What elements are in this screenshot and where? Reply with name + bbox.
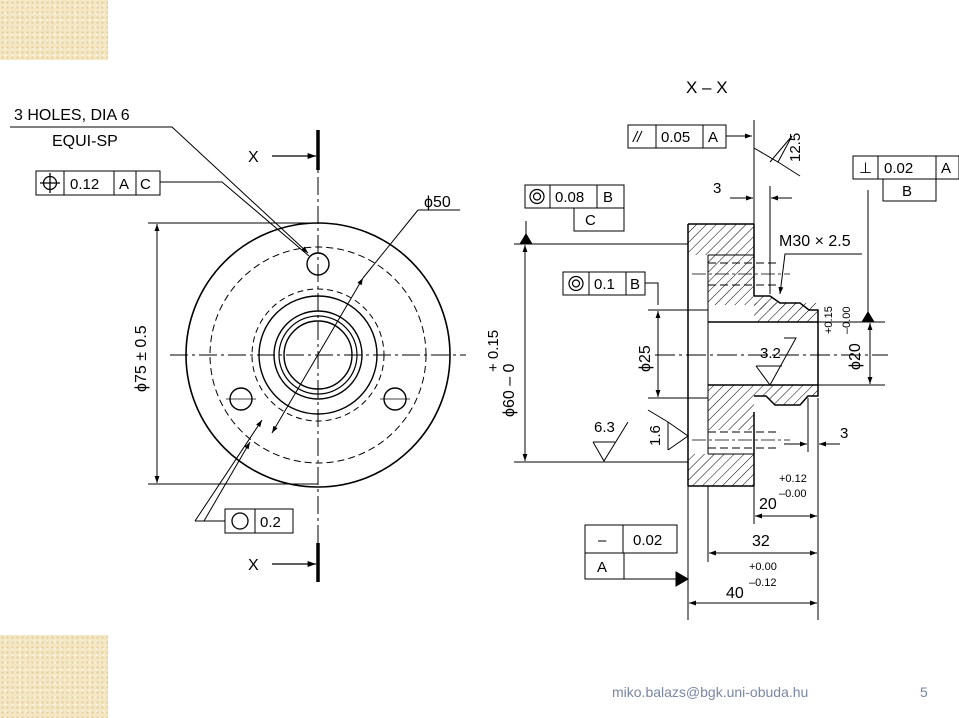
datum-a-triangle [675, 571, 689, 587]
section-label-top: X [248, 149, 259, 166]
dia25-label: ϕ25 [637, 345, 654, 372]
concentricity-symbol-icon [529, 188, 545, 205]
parallelism-datum: A [708, 129, 718, 146]
hole-top [306, 252, 330, 276]
datum-b-triangle [861, 311, 875, 323]
dia60-tolerance: + 0.15 [485, 330, 502, 372]
holes-label-line2: EQUI-SP [52, 133, 118, 150]
datum-b-label: B [902, 183, 912, 200]
concentricity-symbol-icon-2 [568, 275, 584, 292]
roughness-side-leader [647, 409, 669, 423]
circularity-frame-value: 0.2 [260, 514, 281, 531]
dia20-label: ϕ20 [847, 343, 864, 370]
dia50-leader [362, 209, 419, 279]
conc-frame-2-datum: B [630, 276, 640, 293]
dim3-right-label: 3 [840, 425, 848, 442]
roughness-top-leader [777, 161, 801, 177]
datum-b-box: B [882, 178, 937, 202]
thread-label: M30 × 2.5 [779, 233, 851, 250]
position-tolerance-frame: 0.12 A C [35, 170, 161, 196]
roughness-bore-value: 3.2 [760, 345, 781, 362]
datum-c-box: C [573, 207, 625, 232]
roughness-symbol-top [753, 135, 793, 163]
roughness-face-value: 6.3 [594, 419, 615, 436]
len20-upper: +0.12 [779, 473, 807, 485]
conc-frame-1-datum: B [603, 189, 613, 206]
position-frame-value: 0.12 [70, 176, 99, 193]
position-frame-datum1: A [119, 176, 129, 193]
circularity-symbol-icon [231, 512, 249, 530]
front-view [10, 126, 466, 582]
conc-frame-2-leader [645, 282, 659, 305]
dia50-dimension-line [271, 277, 364, 434]
position-symbol-icon [40, 173, 60, 193]
decorative-corner-top [0, 0, 108, 60]
dia60-label: ϕ60 – 0 [501, 363, 518, 417]
conc-frame-2-value: 0.1 [594, 276, 615, 293]
roughness-symbol-face [592, 421, 629, 462]
parallelism-value: 0.05 [661, 129, 690, 146]
position-frame-leader [160, 181, 310, 257]
conc-frame-1-value: 0.08 [555, 189, 584, 206]
parallelism-frame: // 0.05 A [627, 124, 727, 149]
decorative-corner-bottom [0, 635, 108, 718]
hatched-sections [688, 224, 818, 486]
flatness-frame: – 0.02 A [584, 524, 678, 580]
flatness-value: 0.02 [633, 532, 662, 549]
dia20-tol-upper: +0.15 [823, 306, 835, 334]
dia20-tol-lower: –0.00 [841, 306, 853, 334]
concentricity-frame-1: 0.08 B [524, 184, 625, 209]
thread-leader [778, 253, 862, 295]
len40-label: 40 [726, 585, 744, 602]
section-view-geometry [514, 120, 888, 620]
footer-email: miko.balazs@bgk.uni-obuda.hu [612, 684, 809, 700]
pitch-circle [209, 246, 427, 464]
dia50-label: ϕ50 [424, 194, 451, 211]
datum-a-label: A [597, 559, 607, 576]
roughness-symbol-bore [755, 337, 797, 386]
roughness-side-value: 1.6 [647, 425, 664, 446]
dim3-top-label: 3 [713, 180, 721, 197]
section-view-title: X – X [686, 78, 728, 97]
perp-datum: A [941, 160, 951, 177]
roughness-symbol-side [667, 421, 689, 451]
page-number: 5 [920, 684, 928, 700]
len32-label: 32 [752, 533, 770, 550]
circularity-tolerance-frame: 0.2 [224, 508, 294, 534]
circularity-leader-3 [194, 419, 263, 522]
roughness-top-value: 12.5 [787, 133, 804, 162]
len40-upper: +0.00 [749, 561, 777, 573]
perpendicularity-frame: ⊥ 0.02 A [852, 155, 959, 180]
flatness-symbol-icon: – [598, 532, 607, 549]
holes-label-line1: 3 HOLES, DIA 6 [14, 107, 130, 124]
dia75-label: ϕ75 ± 0.5 [133, 325, 150, 392]
parallelism-symbol-icon: // [632, 129, 643, 146]
len40-lower: –0.12 [749, 577, 777, 589]
section-label-bottom: X [248, 557, 259, 574]
perp-symbol-icon: ⊥ [859, 160, 872, 177]
holes-leader [10, 126, 309, 254]
len20-lower: –0.00 [779, 488, 807, 500]
position-frame-datum2: C [140, 176, 151, 193]
perp-value: 0.02 [884, 160, 913, 177]
datum-c-triangle [519, 233, 533, 245]
len20-label: 20 [759, 496, 777, 513]
concentricity-frame-2: 0.1 B [562, 271, 646, 296]
datum-c-label: C [585, 212, 596, 229]
